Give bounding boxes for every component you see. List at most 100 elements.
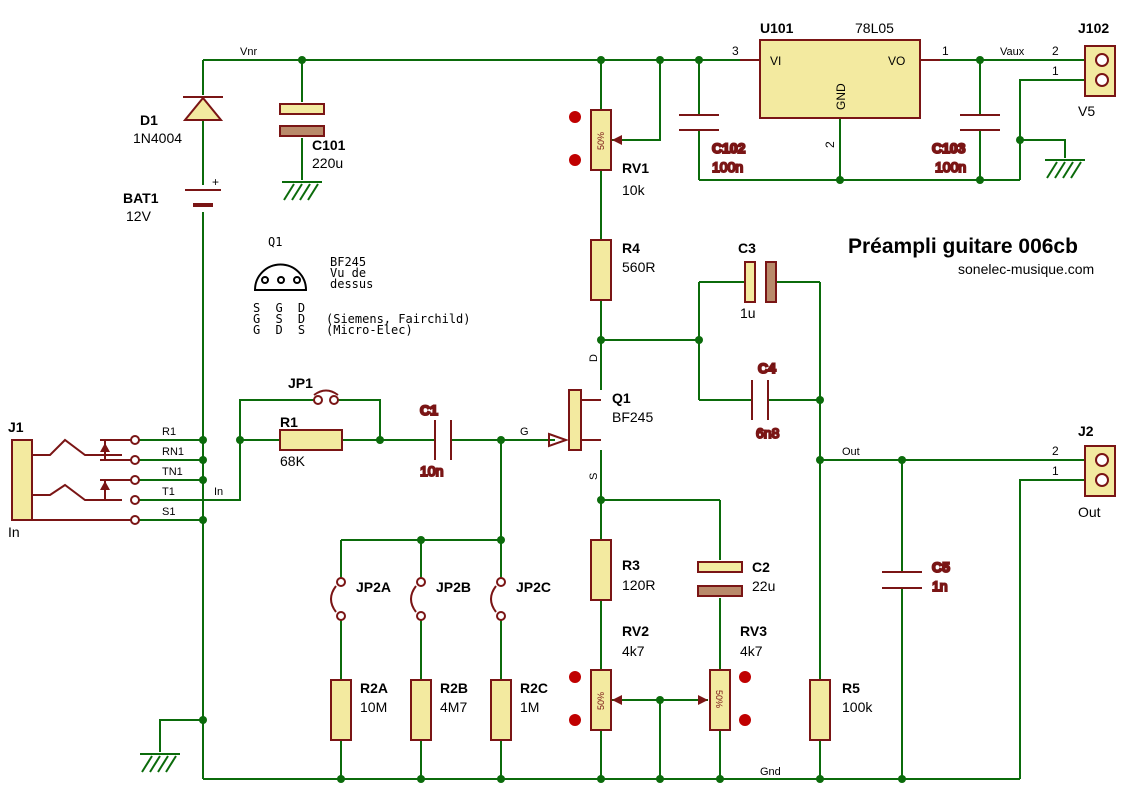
r2b-ref: R2B [440, 680, 468, 696]
c102-value: 100n [712, 159, 743, 175]
jumper-jp1: JP1 [288, 375, 339, 405]
c5-ref: C5 [932, 559, 950, 575]
net-label-gate: G [520, 426, 529, 438]
jp2a-ref: JP2A [356, 579, 391, 595]
c102-ref: C102 [712, 140, 746, 156]
potentiometer-rv1: 50% RV1 10k [569, 109, 649, 198]
j1-ref: J1 [8, 419, 24, 435]
d1-value: 1N4004 [133, 130, 182, 146]
jp1-ref: JP1 [288, 375, 313, 391]
j1-pin-rn1: RN1 [162, 446, 184, 458]
c3-value: 1u [740, 305, 756, 321]
resistor-r3: R3 120R [590, 539, 655, 601]
resistor-r2a: R2A 10M [330, 679, 388, 741]
u101-pin2: 2 [823, 141, 837, 148]
junction-dots [199, 56, 1024, 783]
c101-value: 220u [312, 155, 343, 171]
probe-down-icon [569, 714, 581, 726]
resistor-r4: R4 560R [590, 239, 655, 301]
probe-down-icon [739, 714, 751, 726]
pinout-view-line2: dessus [330, 277, 373, 291]
potentiometer-rv2: 50% RV2 4k7 [569, 623, 649, 731]
j102-value: V5 [1078, 103, 1095, 119]
pinout-row1: S G D [253, 301, 309, 315]
net-label-drain: D [588, 354, 600, 362]
rv2-value: 4k7 [622, 643, 645, 659]
c5-value: 1n [932, 578, 948, 594]
j2-ref: J2 [1078, 423, 1094, 439]
jack-j1: J1 In R1 RN1 TN1 T1 S1 [8, 419, 184, 540]
j1-value: In [8, 524, 20, 540]
r3-value: 120R [622, 577, 655, 593]
pinout-note2: (Micro-Elec) [326, 323, 413, 337]
r2a-ref: R2A [360, 680, 388, 696]
ground-symbol-j102 [1045, 159, 1085, 179]
pinout-view-line1: Vu de [330, 266, 366, 280]
rv1-ref: RV1 [622, 160, 649, 176]
c2-ref: C2 [752, 559, 770, 575]
connector-j102: J102 2 1 V5 [1052, 20, 1116, 119]
rv1-pct: 50% [596, 132, 606, 150]
rv1-value: 10k [622, 182, 646, 198]
capacitor-c5: C5 1n [882, 558, 951, 595]
j2-value: Out [1078, 504, 1101, 520]
resistor-r2c: R2C 1M [490, 679, 548, 741]
j102-pin2: 2 [1052, 44, 1059, 58]
rv3-pct: 50% [714, 690, 724, 708]
rv2-pct: 50% [596, 692, 606, 710]
resistor-r2b: R2B 4M7 [410, 679, 468, 741]
page-title: Préampli guitare 006cb [848, 235, 1078, 258]
net-label-gnd: Gnd [760, 766, 781, 778]
website-label: sonelec-musique.com [958, 261, 1094, 277]
r4-ref: R4 [622, 240, 640, 256]
jumper-jp2b: JP2B [410, 577, 471, 621]
rv3-value: 4k7 [740, 643, 763, 659]
pinout-note1: (Siemens, Fairchild) [326, 312, 471, 326]
bat1-plus: + [212, 175, 219, 189]
battery-bat1: + BAT1 12V [123, 175, 221, 224]
jp2b-ref: JP2B [436, 579, 471, 595]
c4-ref: C4 [758, 360, 776, 376]
ground-symbol-main [140, 753, 180, 773]
probe-up-icon [569, 111, 581, 123]
d1-ref: D1 [140, 112, 158, 128]
resistor-r1: R1 68K [279, 414, 343, 469]
net-label-source: S [588, 473, 600, 480]
pinout-row3: G D S [253, 323, 309, 337]
r1-value: 68K [280, 453, 306, 469]
r2c-value: 1M [520, 699, 539, 715]
pinout-part: BF245 [330, 255, 366, 269]
c1-value: 10n [420, 463, 443, 479]
jumper-jp2c: JP2C [490, 577, 551, 621]
j2-pin2: 2 [1052, 444, 1059, 458]
c103-ref: C103 [932, 140, 966, 156]
connector-j2: J2 2 1 Out [1052, 423, 1116, 520]
capacitor-c2: C2 22u [697, 559, 775, 597]
probe-up-icon [739, 671, 751, 683]
u101-vo: VO [888, 54, 905, 68]
capacitor-c1: C1 10n [419, 401, 452, 480]
c3-ref: C3 [738, 240, 756, 256]
bat1-value: 12V [126, 208, 152, 224]
r2c-ref: R2C [520, 680, 548, 696]
r2b-value: 4M7 [440, 699, 467, 715]
j102-ref: J102 [1078, 20, 1109, 36]
q1-pinout-diagram: Q1 BF245 Vu de dessus S G D G S D G D S … [253, 235, 471, 337]
r2a-value: 10M [360, 699, 387, 715]
transistor-q1: Q1 BF245 [548, 389, 653, 451]
net-label-vaux: Vaux [1000, 46, 1025, 58]
j1-pin-s1: S1 [162, 506, 175, 518]
capacitor-c101: C101 220u [279, 103, 346, 171]
r5-value: 100k [842, 699, 873, 715]
net-label-in: In [214, 486, 223, 498]
capacitor-c103: C103 100n [931, 114, 1000, 176]
j102-pin1: 1 [1052, 64, 1059, 78]
c2-value: 22u [752, 578, 775, 594]
probe-up-icon [569, 671, 581, 683]
diode-d1: D1 1N4004 [133, 96, 224, 146]
capacitor-c4: C4 6n8 [751, 359, 781, 442]
bat1-ref: BAT1 [123, 190, 159, 206]
u101-pin3: 3 [732, 44, 739, 58]
u101-vi: VI [770, 54, 781, 68]
u101-ref: U101 [760, 20, 794, 36]
